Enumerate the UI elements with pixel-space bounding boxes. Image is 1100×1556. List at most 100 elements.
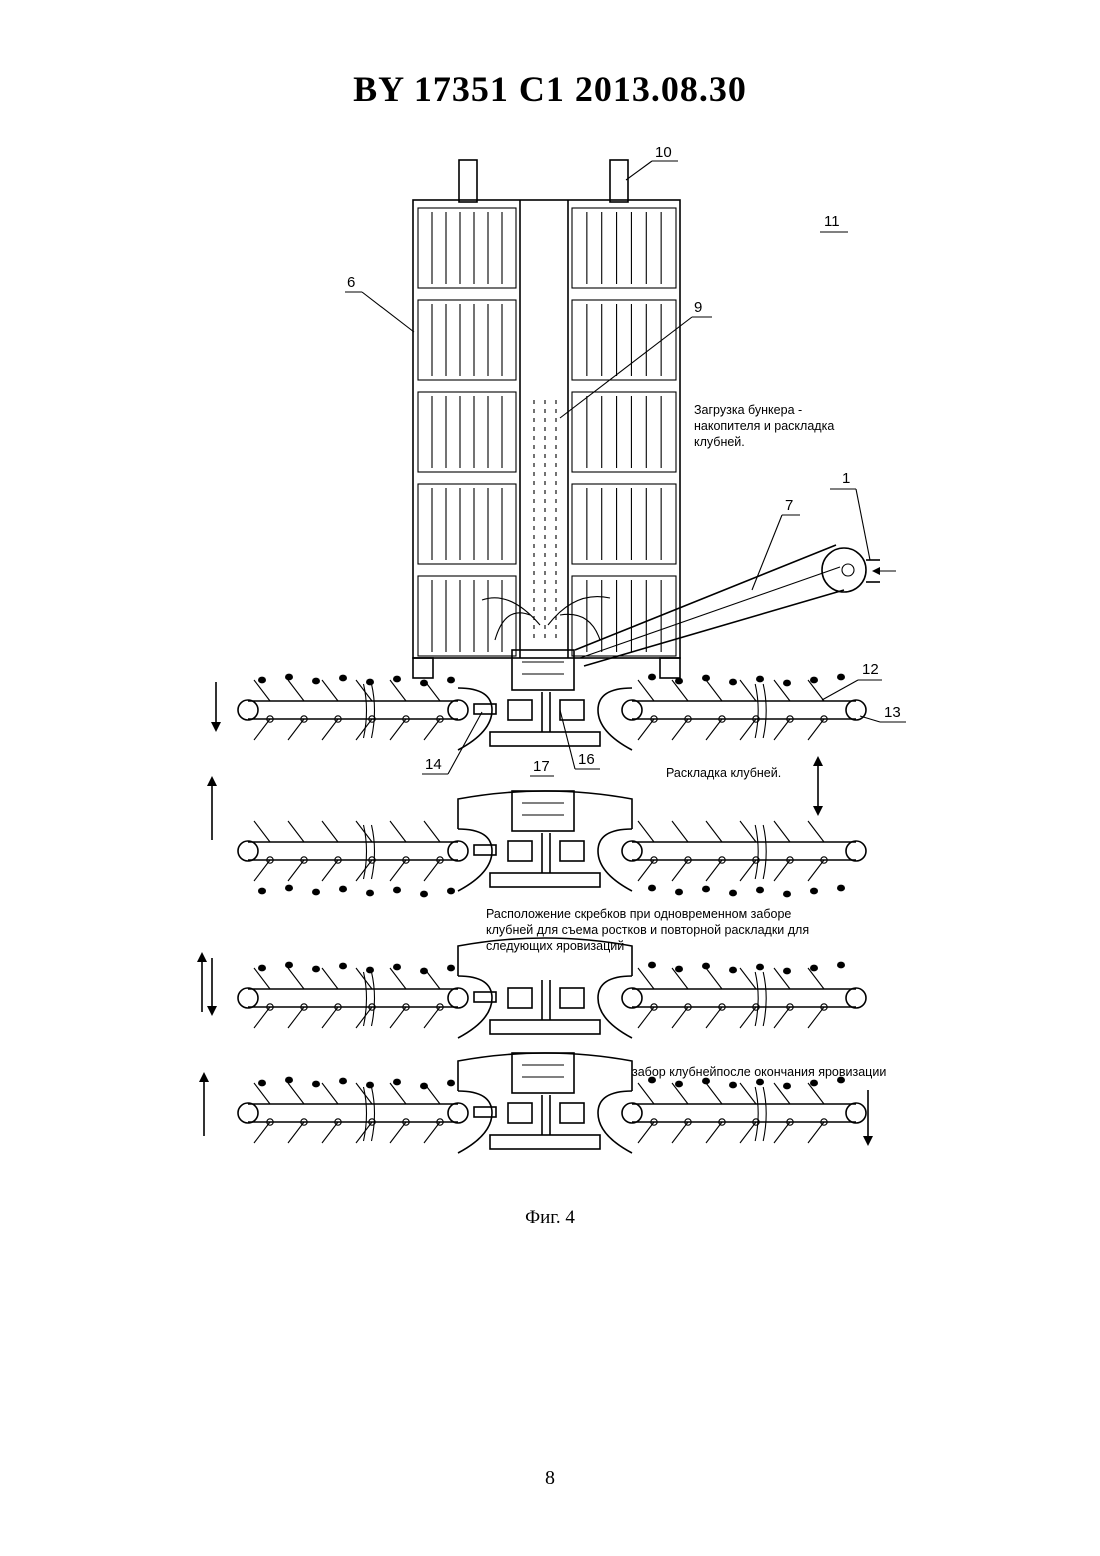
scraper: [774, 821, 790, 842]
tuber: [702, 886, 710, 893]
conveyor-row: [238, 938, 866, 1038]
belt-roller: [238, 841, 258, 861]
scraper: [808, 821, 824, 842]
scraper: [356, 821, 372, 842]
tuber: [648, 885, 656, 892]
conveyor-row: [238, 650, 866, 750]
scraper: [288, 1083, 304, 1104]
annotations: Загрузка бункера - накопителя и раскладк…: [486, 403, 886, 1079]
tuber: [258, 965, 266, 972]
tuber: [420, 1083, 428, 1090]
scraper: [390, 680, 406, 701]
tuber: [447, 677, 455, 684]
scraper: [638, 821, 654, 842]
tuber: [783, 680, 791, 687]
scraper: [706, 719, 722, 740]
hopper: [512, 791, 574, 831]
scraper: [424, 821, 440, 842]
svg-text:9: 9: [694, 299, 702, 316]
break-mark: [763, 825, 766, 879]
scraper: [390, 860, 406, 881]
belt-roller: [448, 700, 468, 720]
tuber: [285, 885, 293, 892]
belt-roller: [846, 1103, 866, 1123]
scraper: [672, 860, 688, 881]
drive-base: [490, 873, 600, 887]
scraper: [322, 1122, 338, 1143]
scraper: [706, 1122, 722, 1143]
scraper: [322, 860, 338, 881]
belt-roller: [846, 841, 866, 861]
break-mark: [372, 684, 375, 738]
conveyor-row: [238, 791, 866, 897]
scraper: [706, 1007, 722, 1028]
tuber: [756, 887, 764, 894]
scraper: [424, 860, 440, 881]
tuber: [447, 965, 455, 972]
unit-frame: [458, 1053, 632, 1091]
tuber: [729, 679, 737, 686]
tuber: [258, 888, 266, 895]
hopper: [512, 650, 574, 690]
scraper: [740, 680, 756, 701]
scraper: [390, 821, 406, 842]
scraper: [740, 1122, 756, 1143]
tuber: [285, 962, 293, 969]
break-mark: [372, 825, 375, 879]
tuber: [258, 677, 266, 684]
scraper: [706, 1083, 722, 1104]
break-mark: [763, 1087, 766, 1141]
belt-roller: [238, 1103, 258, 1123]
tuber: [285, 674, 293, 681]
drive-base: [490, 1020, 600, 1034]
svg-text:13: 13: [884, 704, 901, 721]
svg-text:Расположение скребков при одно: Расположение скребков при одновременном …: [486, 907, 791, 921]
bunker-shelf: [418, 208, 516, 288]
tuber: [810, 888, 818, 895]
svg-text:14: 14: [425, 756, 442, 773]
figure-caption: Фиг. 4: [0, 1207, 1100, 1229]
tuber: [810, 1080, 818, 1087]
scraper: [740, 1007, 756, 1028]
tuber: [366, 679, 374, 686]
belt-roller: [448, 1103, 468, 1123]
drive-box: [560, 841, 584, 861]
drive-base: [490, 732, 600, 746]
scraper: [638, 1083, 654, 1104]
tuber: [366, 890, 374, 897]
tuber: [783, 1083, 791, 1090]
scraper: [808, 680, 824, 701]
scraper: [638, 968, 654, 989]
tuber: [675, 889, 683, 896]
scraper: [322, 968, 338, 989]
scraper: [424, 1122, 440, 1143]
tuber: [756, 676, 764, 683]
tuber: [675, 1081, 683, 1088]
scraper: [424, 719, 440, 740]
tuber: [366, 967, 374, 974]
break-mark: [755, 972, 758, 1026]
scraper: [740, 1083, 756, 1104]
bunker-shelf: [418, 392, 516, 472]
tuber: [420, 968, 428, 975]
scraper: [774, 1007, 790, 1028]
belt-roller: [238, 700, 258, 720]
tuber: [837, 885, 845, 892]
break-mark: [372, 972, 375, 1026]
scraper: [808, 1122, 824, 1143]
svg-text:12: 12: [862, 661, 879, 678]
break-mark: [372, 1087, 375, 1141]
tuber: [783, 891, 791, 898]
svg-text:Загрузка бункера -: Загрузка бункера -: [694, 403, 802, 417]
scraper: [740, 860, 756, 881]
tuber: [420, 891, 428, 898]
scraper: [254, 1122, 270, 1143]
bunker-shelf: [572, 484, 676, 564]
scraper: [638, 1122, 654, 1143]
tuber: [729, 890, 737, 897]
tuber: [837, 962, 845, 969]
svg-text:6: 6: [347, 274, 355, 291]
scraper: [706, 821, 722, 842]
tuber: [339, 963, 347, 970]
